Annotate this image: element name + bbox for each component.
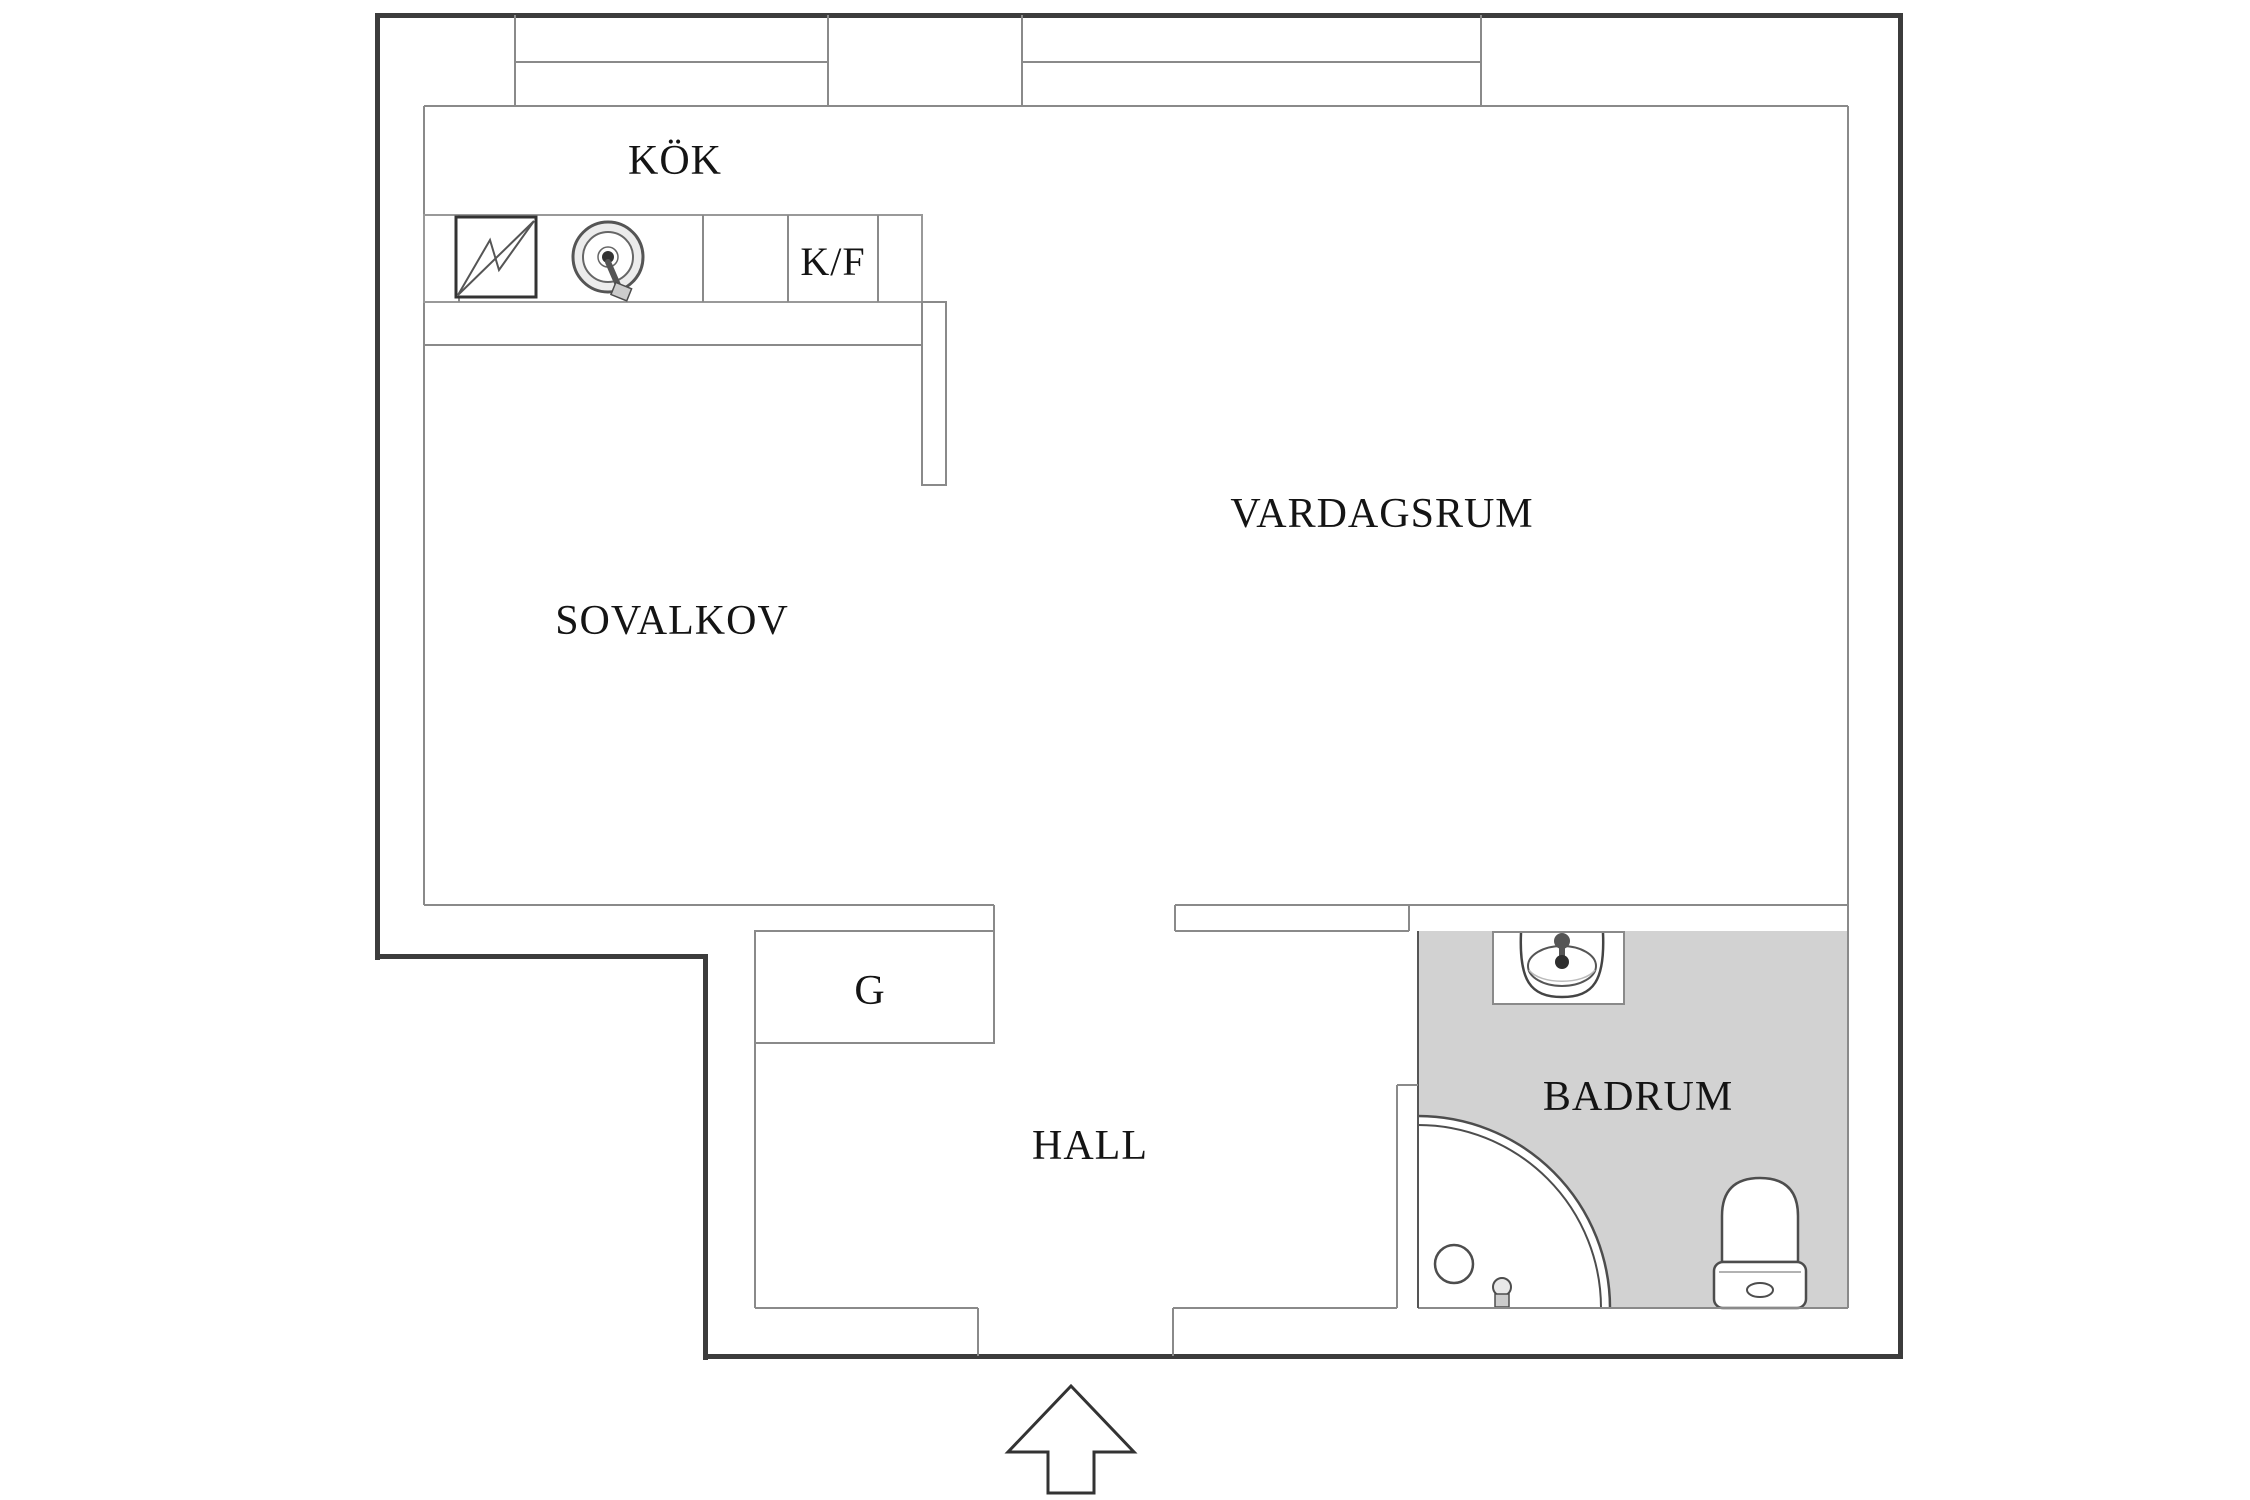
stove-icon	[454, 215, 538, 299]
wardrobe-box	[754, 930, 995, 1044]
garderob-label: G	[854, 968, 885, 1014]
outer-walls	[375, 13, 1903, 1360]
shower-tap-icon	[1492, 1277, 1512, 1308]
badrum-label: BADRUM	[1543, 1074, 1733, 1120]
inner-walls	[423, 15, 1849, 1356]
kok-label: KÖK	[628, 138, 722, 184]
toilet-icon	[1712, 1176, 1808, 1310]
sovalkov-label: SOVALKOV	[555, 598, 789, 644]
divider-wall-stub	[921, 301, 947, 486]
fridge-freezer-label: K/F	[800, 239, 865, 284]
vardagsrum-label: VARDAGSRUM	[1230, 491, 1533, 537]
hall-label: HALL	[1032, 1123, 1148, 1169]
window-bay-icon	[514, 15, 829, 106]
kitchen-sink-icon	[571, 220, 645, 302]
entrance-arrow-icon	[1004, 1383, 1138, 1495]
window-bay-icon	[1021, 15, 1482, 106]
shower-drain-icon	[1433, 1243, 1475, 1285]
bathroom-sink-icon	[1492, 931, 1625, 1005]
